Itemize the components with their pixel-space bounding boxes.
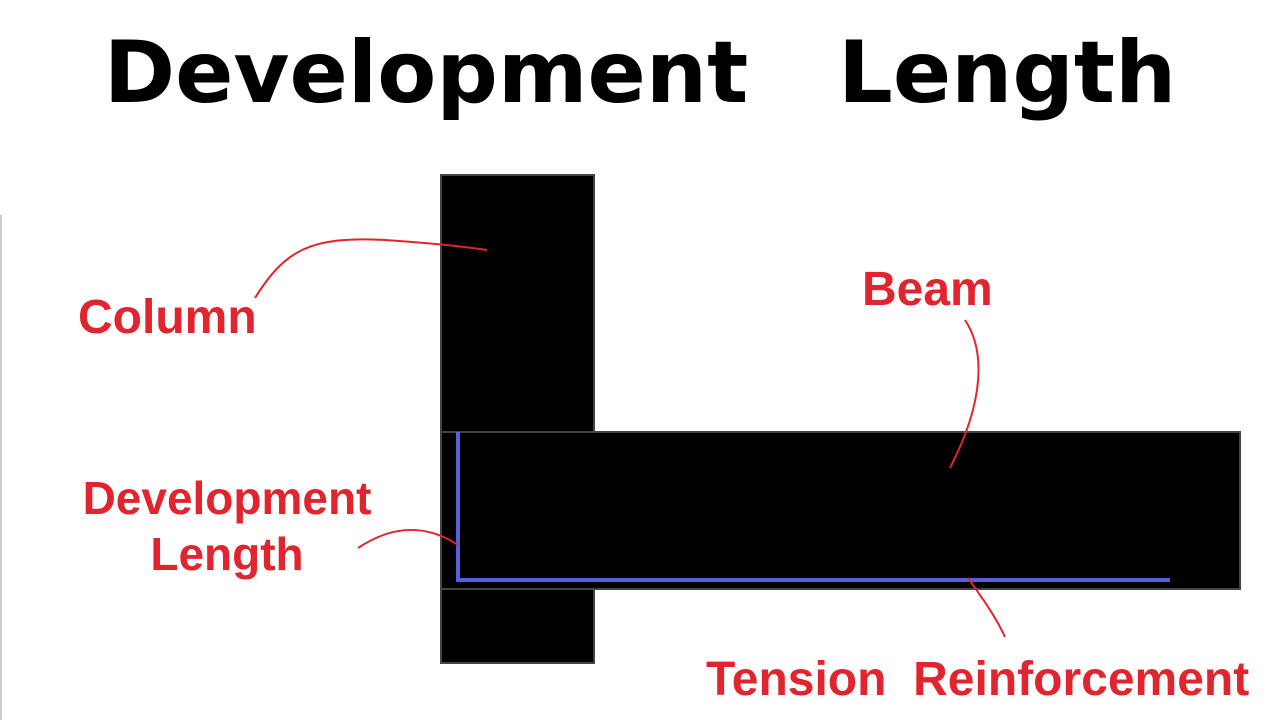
joint-region [442, 433, 593, 588]
tension-leader-line [967, 577, 1006, 638]
development-length-label-line2: Length [150, 528, 304, 580]
tension-reinforcement-label: Tension Reinforcement [706, 653, 1250, 706]
development-length-label-line1: Development [82, 472, 372, 524]
beam-label: Beam [862, 263, 993, 316]
development-length-leader-line [357, 529, 459, 549]
beam-leader-line [949, 319, 980, 469]
page-title: Development Length [103, 23, 1177, 123]
column-leader-line [254, 238, 488, 299]
development-length-label: Development Length [62, 470, 392, 582]
tension-reinforcement-bar [456, 432, 1170, 582]
column-label: Column [78, 291, 257, 344]
